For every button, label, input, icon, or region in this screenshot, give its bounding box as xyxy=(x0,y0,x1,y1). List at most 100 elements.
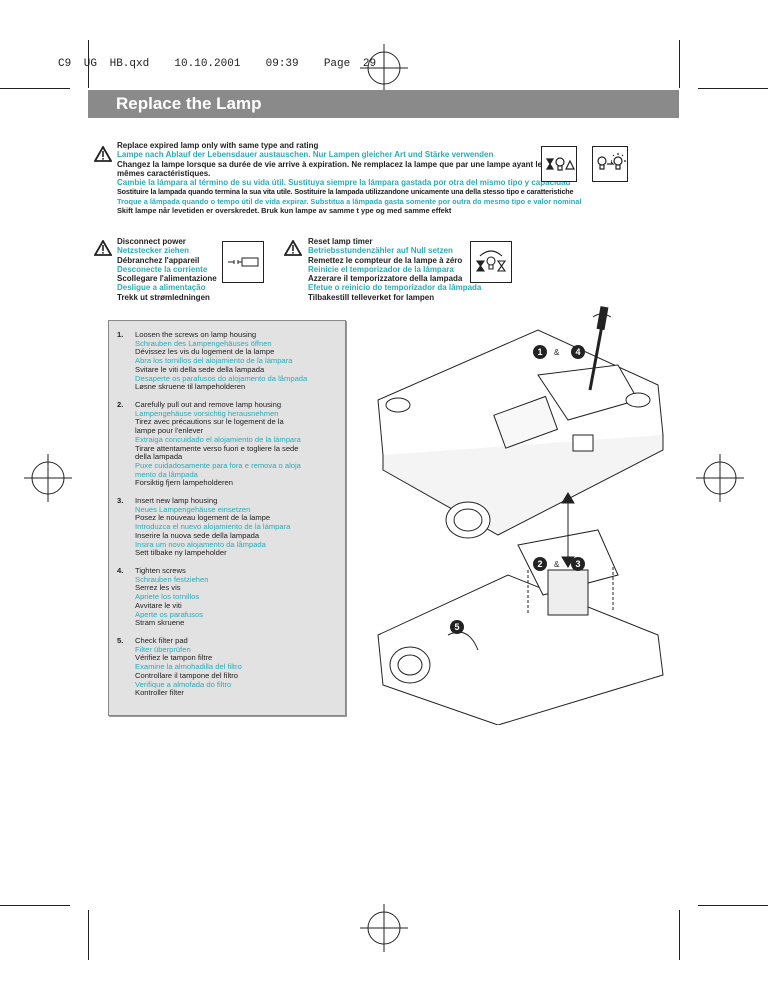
text-line: Desligue a alimentação xyxy=(117,283,206,293)
lamp-rating-icon xyxy=(541,146,577,182)
text-line: Efetue o reinicio do temporizador da lâm… xyxy=(308,283,482,293)
crop-mark xyxy=(0,88,70,89)
text-line: Reinicie el temporizador de la lámpara xyxy=(308,264,454,274)
warning-icon xyxy=(94,146,112,162)
step-line: Løsne skruene til lampeholderen xyxy=(135,382,246,392)
step-line: Tirez avec précautions sur le logement d… xyxy=(135,417,284,427)
step-number: 4. xyxy=(117,566,124,575)
callout-5: 5 xyxy=(450,620,464,634)
warning-line: Sostituire la lampada quando termina la … xyxy=(117,187,574,197)
crop-mark xyxy=(698,905,768,906)
warning-line: Replace expired lamp only with same type… xyxy=(117,141,319,150)
step-line: Insira um novo alojamento da lâmpada xyxy=(135,539,266,549)
callout-4: 4 xyxy=(571,345,585,359)
crop-mark xyxy=(88,40,89,88)
step-number: 2. xyxy=(117,400,124,409)
step-line: Inserire la nuova sede della lampada xyxy=(135,530,260,540)
step-line: Schrauben festziehen xyxy=(135,574,209,584)
text-line: Tilbakestill telleverket for lampen xyxy=(308,292,435,302)
step-line: Lampengehäuse vorsichtig herausnehmen xyxy=(135,408,279,418)
callout-ampersand: & xyxy=(554,348,560,357)
step-line: Tirare attentamente verso fuori e toglie… xyxy=(135,443,299,453)
step-line: Sett tilbake ny lampeholder xyxy=(135,548,227,558)
step-line: Apriete los tornillos xyxy=(135,592,200,602)
warning-line: mêmes caractéristiques. xyxy=(117,168,211,178)
crop-mark xyxy=(88,910,89,960)
step-line: Avvitare le viti xyxy=(135,600,182,610)
unplug-icon xyxy=(222,241,264,283)
step-number: 1. xyxy=(117,330,124,339)
text-line: Débranchez l'appareil xyxy=(117,255,200,265)
step-line: Posez le nouveau logement de la lampe xyxy=(135,513,271,523)
warning-icon xyxy=(94,240,112,256)
step-line: Schrauben des Lampengehäuses öffnen xyxy=(135,338,272,348)
text-line: Scollegare l'alimentazione xyxy=(117,274,217,284)
step-line: Stram skruene xyxy=(135,618,185,628)
step-line: lampe pour l'enlever xyxy=(135,426,204,436)
step-line: Introduzca el nuevo alojamiento de la lá… xyxy=(135,522,291,532)
warning-line: Troque a lâmpada quando o tempo útil de … xyxy=(117,196,582,206)
step-line: Puxe cuidadosamente para fora e remova o… xyxy=(135,460,301,470)
step-line: Abra los tornillos del alojamiento de la… xyxy=(135,356,293,366)
text-line: Trekk ut strømledningen xyxy=(117,292,210,302)
step-line: Extraiga concuidado el alojamiento de la… xyxy=(135,434,301,444)
text-line: Desconecte la corriente xyxy=(117,264,208,274)
step-number: 3. xyxy=(117,496,124,505)
step-line: Tighten screws xyxy=(135,566,186,575)
text-line: Betriebsstundenzähler auf Null setzen xyxy=(308,246,453,256)
title-bar: Replace the Lamp xyxy=(88,90,679,118)
step-line: Svitare le viti della sede della lampada xyxy=(135,364,265,374)
step-line: Aperte os parafusos xyxy=(135,609,203,619)
screwdriver xyxy=(588,319,605,391)
text-line: Reset lamp timer xyxy=(308,237,373,246)
text-line: Azzerare il temporizzatore della lampada xyxy=(308,274,463,284)
text-line: Disconnect power xyxy=(117,237,186,246)
step-line: Dévissez les vis du logement de la lampe xyxy=(135,347,275,357)
warning-line: Skift lampe når levetiden er overskredet… xyxy=(117,206,452,216)
step-2: 2. Carefully pull out and remove lamp ho… xyxy=(117,400,301,488)
step-line: Insert new lamp housing xyxy=(135,496,218,505)
crop-mark xyxy=(679,910,680,960)
projector-bottom-body xyxy=(377,574,664,725)
step-line: della lampada xyxy=(135,452,183,462)
text-line: Remettez le compteur de la lampe à zéro xyxy=(308,255,463,265)
warning-line: Cambie la lámpara al término de su vida … xyxy=(117,178,571,188)
warning-line: Lampe nach Ablauf der Lebensdauer austau… xyxy=(117,150,494,160)
step-line: Carefully pull out and remove lamp housi… xyxy=(135,400,282,409)
step-line: Vérifiez le tampon filtre xyxy=(135,653,213,663)
step-line: Loosen the screws on lamp housing xyxy=(135,330,257,339)
step-line: Forsiktig fjern lampeholderen xyxy=(135,478,233,488)
step-line: Kontroller filter xyxy=(135,688,184,698)
callout-1: 1 xyxy=(533,345,547,359)
reset-timer-text: Reset lamp timer Betriebsstundenzähler a… xyxy=(308,237,481,302)
warning-icon xyxy=(284,240,302,256)
callout-ampersand: & xyxy=(554,560,560,569)
step-number: 5. xyxy=(117,636,124,645)
step-line: Serrez les vis xyxy=(135,583,181,593)
step-line: Neues Lampengehäuse einsetzen xyxy=(135,504,251,514)
text-line: Netzstecker ziehen xyxy=(117,246,190,256)
callout-3: 3 xyxy=(571,557,585,571)
step-line: Verifique a almofada do filtro xyxy=(135,679,232,689)
projector-illustrations xyxy=(377,306,664,725)
step-line: Check filter pad xyxy=(135,636,188,645)
timer-reset-icon xyxy=(470,241,512,283)
lamp-warning: Replace expired lamp only with same type… xyxy=(117,141,581,215)
crop-mark xyxy=(698,88,768,89)
lamp-replace-icon xyxy=(592,146,628,182)
file-slug: C9 UG HB.qxd 10.10.2001 09:39 Page 29 xyxy=(58,58,377,70)
disconnect-power-text: Disconnect power Netzstecker ziehen Débr… xyxy=(117,237,217,302)
step-line: Desaperte os parafusos do alojamento da … xyxy=(135,373,308,383)
crop-mark xyxy=(0,905,70,906)
step-line: mento da lâmpada xyxy=(135,469,198,479)
crop-mark xyxy=(679,40,680,88)
step-line: Filter überprüfen xyxy=(135,644,191,654)
step-line: Examine la almohadilla del filtro xyxy=(135,662,242,672)
callout-2: 2 xyxy=(533,557,547,571)
